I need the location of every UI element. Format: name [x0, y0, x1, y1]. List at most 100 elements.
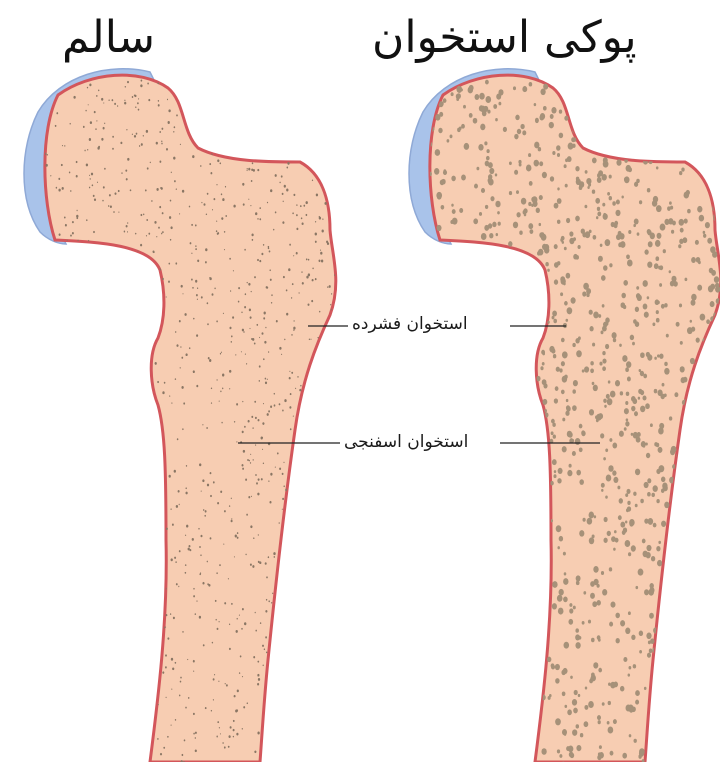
bone-pore — [694, 747, 697, 751]
bone-pore — [43, 374, 44, 376]
bone-pore — [680, 228, 684, 233]
bone-pore — [296, 204, 297, 206]
bone-pore — [547, 321, 549, 324]
bone-pore — [467, 694, 471, 698]
bone-pore — [553, 354, 556, 358]
bone-pore — [288, 633, 290, 635]
bone-pore — [655, 707, 661, 714]
bone-pore — [563, 552, 566, 556]
bone-pore — [80, 634, 81, 635]
bone-pore — [88, 546, 90, 548]
bone-pore — [281, 354, 282, 355]
bone-pore — [268, 556, 269, 558]
bone-pore — [440, 567, 446, 574]
bone-pore — [292, 651, 293, 653]
bone-pore — [116, 542, 118, 544]
bone-pore — [494, 311, 497, 315]
bone-pore — [131, 349, 133, 351]
bone-pore — [310, 153, 311, 155]
bone-pore — [176, 114, 178, 116]
bone-pore — [505, 430, 509, 435]
bone-pore — [290, 393, 292, 395]
bone-pore — [274, 556, 275, 558]
bone-pore — [697, 206, 702, 213]
bone-pore — [132, 96, 134, 98]
bone-pore — [126, 225, 128, 227]
bone-pore — [533, 509, 538, 516]
bone-pore — [701, 91, 705, 96]
bone-pore — [166, 528, 168, 531]
bone-pore — [662, 383, 665, 387]
bone-pore — [500, 376, 505, 382]
bone-pore — [75, 543, 76, 545]
bone-pore — [614, 221, 618, 226]
bone-pore — [708, 562, 711, 566]
bone-pore — [105, 652, 107, 654]
bone-pore — [119, 350, 120, 351]
bone-pore — [279, 403, 281, 405]
bone-pore — [317, 471, 319, 473]
bone-pore — [69, 171, 70, 173]
bone-pore — [677, 497, 682, 503]
bone-pore — [536, 469, 540, 473]
bone-pore — [249, 460, 250, 462]
bone-pore — [576, 581, 580, 586]
bone-pore — [679, 239, 683, 244]
bone-pore — [646, 151, 649, 155]
bone-pore — [282, 498, 284, 500]
bone-pore — [223, 313, 224, 314]
bone-pore — [641, 441, 646, 447]
bone-pore — [314, 105, 316, 108]
bone-pore — [69, 389, 71, 392]
bone-pore — [266, 576, 268, 578]
bone-pore — [154, 542, 156, 544]
bone-pore — [138, 398, 140, 400]
bone-pore — [146, 130, 148, 133]
bone-pore — [581, 112, 586, 119]
bone-pore — [44, 476, 45, 478]
bone-pore — [481, 359, 487, 366]
bone-pore — [257, 259, 259, 261]
bone-pore — [237, 690, 239, 693]
cortical-bone-label: استخوان فشرده — [348, 312, 472, 336]
bone-pore — [336, 568, 338, 571]
bone-pore — [608, 726, 614, 733]
bone-pore — [215, 140, 216, 141]
bone-pore — [512, 423, 517, 429]
bone-pore — [280, 615, 282, 617]
bone-pore — [535, 518, 539, 523]
bone-pore — [156, 188, 158, 191]
bone-pore — [448, 698, 451, 701]
bone-pore — [652, 725, 654, 728]
bone-pore — [628, 674, 631, 677]
bone-pore — [196, 294, 198, 296]
bone-pore — [322, 546, 323, 547]
bone-pore — [252, 162, 254, 164]
bone-pore — [180, 681, 182, 683]
bone-pore — [289, 244, 291, 246]
bone-pore — [707, 654, 711, 659]
bone-pore — [48, 667, 49, 668]
bone-pore — [186, 525, 188, 528]
bone-pore — [61, 164, 63, 166]
bone-pore — [91, 577, 93, 579]
bone-pore — [704, 370, 707, 374]
bone-pore — [562, 691, 566, 696]
bone-pore — [210, 172, 212, 174]
bone-pore — [685, 559, 688, 562]
bone-pore — [138, 443, 140, 445]
bone-pore — [690, 358, 695, 364]
bone-pore — [502, 715, 506, 720]
bone-pore — [95, 403, 96, 405]
bone-pore — [95, 128, 96, 130]
bone-pore — [488, 223, 492, 228]
bone-pore — [290, 603, 291, 605]
bone-pore — [296, 252, 298, 255]
bone-pore — [186, 465, 187, 467]
bone-pore — [592, 135, 595, 139]
bone-pore — [338, 354, 340, 356]
bone-pore — [289, 758, 290, 760]
bone-pore — [692, 407, 695, 411]
bone-pore — [102, 200, 103, 202]
bone-pore — [436, 302, 441, 309]
